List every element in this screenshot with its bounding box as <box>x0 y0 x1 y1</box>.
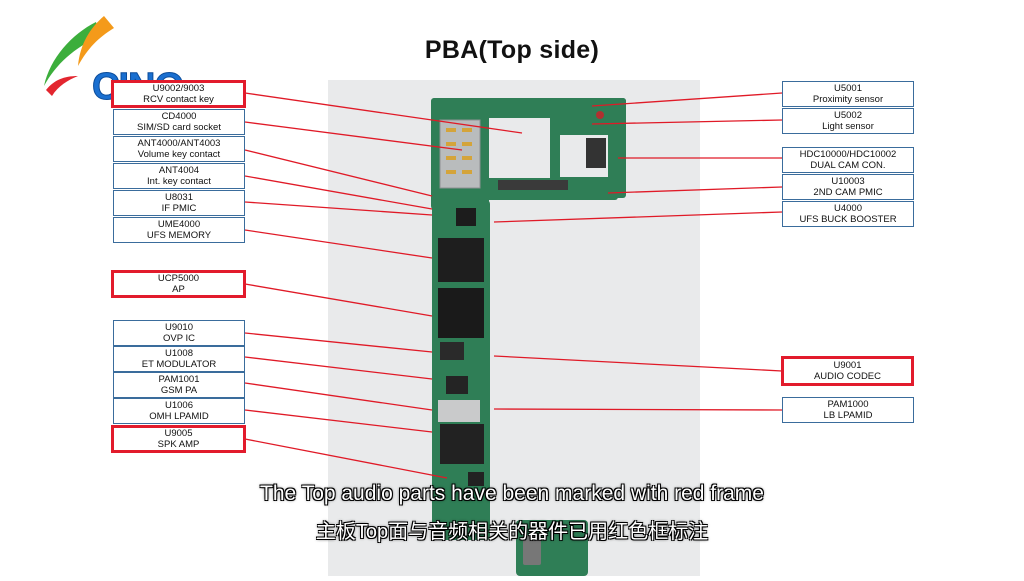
page-title: PBA(Top side) <box>424 36 600 64</box>
label-part: U9010 <box>165 322 193 333</box>
label-part: HDC10000/HDC10002 <box>799 149 897 160</box>
label-lb-lpamid: PAM1000 LB LPAMID <box>782 397 914 423</box>
label-desc: DUAL CAM CON. <box>810 160 886 171</box>
label-proximity-sensor: U5001 Proximity sensor <box>782 81 914 107</box>
label-part: U9002/9003 <box>152 83 205 94</box>
label-part: U1008 <box>165 348 193 359</box>
label-desc: IF PMIC <box>161 203 197 214</box>
label-omh-lpamid: U1006 OMH LPAMID <box>113 398 245 424</box>
label-desc: AP <box>172 284 185 295</box>
subtitle-english: The Top audio parts have been marked wit… <box>260 482 764 505</box>
label-ovp-ic: U9010 OVP IC <box>113 320 245 346</box>
label-desc: AUDIO CODEC <box>813 371 882 382</box>
label-part: PAM1000 <box>827 399 869 410</box>
label-desc: LB LPAMID <box>823 410 873 421</box>
label-int-key-contact: ANT4004 Int. key contact <box>113 163 245 189</box>
label-desc: UFS BUCK BOOSTER <box>799 214 897 225</box>
label-gsm-pa: PAM1001 GSM PA <box>113 372 245 398</box>
label-rcv-contact-key: U9002/9003 RCV contact key <box>111 80 246 108</box>
label-part: U8031 <box>165 192 193 203</box>
label-part: U5002 <box>834 110 862 121</box>
label-if-pmic: U8031 IF PMIC <box>113 190 245 216</box>
label-part: U9005 <box>164 428 193 439</box>
label-part: U5001 <box>834 83 862 94</box>
label-part: CD4000 <box>161 111 197 122</box>
label-desc: Light sensor <box>822 121 874 132</box>
label-ufs-buck-booster: U4000 UFS BUCK BOOSTER <box>782 201 914 227</box>
label-desc: GSM PA <box>160 385 198 396</box>
label-desc: OVP IC <box>162 333 196 344</box>
label-ap: UCP5000 AP <box>111 270 246 298</box>
subtitle-chinese: 主板Top面与音频相关的器件已用红色框标注 <box>315 521 709 543</box>
label-spk-amp: U9005 SPK AMP <box>111 425 246 453</box>
label-part: UME4000 <box>157 219 201 230</box>
logo-swirl-icon <box>44 16 114 96</box>
label-part: UCP5000 <box>157 273 200 284</box>
label-sim-sd-socket: CD4000 SIM/SD card socket <box>113 109 245 135</box>
label-part: ANT4004 <box>158 165 200 176</box>
label-desc: OMH LPAMID <box>149 411 209 422</box>
label-part: U9001 <box>833 360 862 371</box>
label-desc: SPK AMP <box>157 439 200 450</box>
label-et-modulator: U1008 ET MODULATOR <box>113 346 245 372</box>
label-audio-codec: U9001 AUDIO CODEC <box>781 356 914 386</box>
label-part: ANT4000/ANT4003 <box>137 138 221 149</box>
label-desc: 2ND CAM PMIC <box>813 187 883 198</box>
label-part: U4000 <box>834 203 862 214</box>
label-desc: Volume key contact <box>137 149 221 160</box>
label-desc: Int. key contact <box>147 176 211 187</box>
label-desc: Proximity sensor <box>812 94 884 105</box>
label-volume-key-contact: ANT4000/ANT4003 Volume key contact <box>113 136 245 162</box>
label-desc: UFS MEMORY <box>146 230 212 241</box>
label-desc: ET MODULATOR <box>141 359 217 370</box>
label-desc: SIM/SD card socket <box>137 122 221 133</box>
label-part: U10003 <box>831 176 865 187</box>
label-ufs-memory: UME4000 UFS MEMORY <box>113 217 245 243</box>
label-light-sensor: U5002 Light sensor <box>782 108 914 134</box>
label-part: PAM1001 <box>158 374 200 385</box>
label-part: U1006 <box>165 400 193 411</box>
label-desc: RCV contact key <box>143 94 214 105</box>
label-2nd-cam-pmic: U10003 2ND CAM PMIC <box>782 174 914 200</box>
label-dual-cam-con: HDC10000/HDC10002 DUAL CAM CON. <box>782 147 914 173</box>
